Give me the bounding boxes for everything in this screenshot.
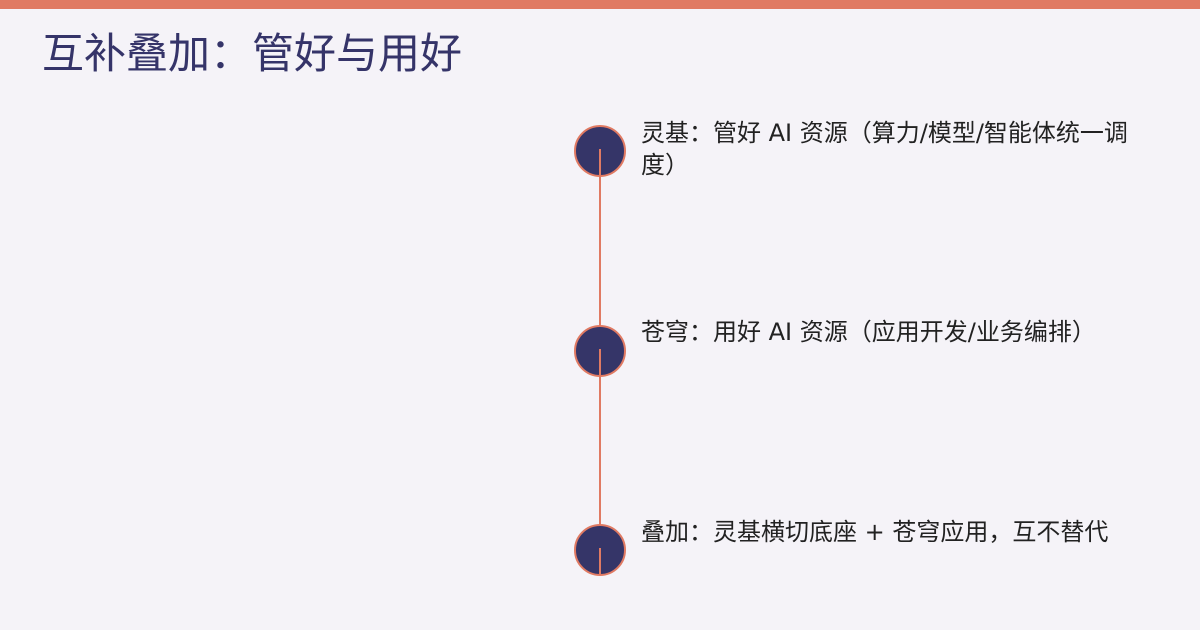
timeline-node [574, 125, 626, 177]
slide-title: 互补叠加：管好与用好 [42, 29, 463, 78]
timeline-node-line [599, 548, 601, 574]
timeline-item-text: 苍穹：用好 AI 资源（应用开发/业务编排） [641, 318, 1096, 346]
timeline-item-text: 叠加：灵基横切底座 + 苍穹应用，互不替代 [641, 518, 1109, 546]
timeline-node [574, 325, 626, 377]
timeline-node-line [599, 149, 601, 175]
timeline-node [574, 524, 626, 576]
top-accent-bar [0, 0, 1200, 9]
timeline-node-line [599, 349, 601, 375]
timeline-item-text: 灵基：管好 AI 资源（算力/模型/智能体统一调度） [641, 119, 1128, 179]
